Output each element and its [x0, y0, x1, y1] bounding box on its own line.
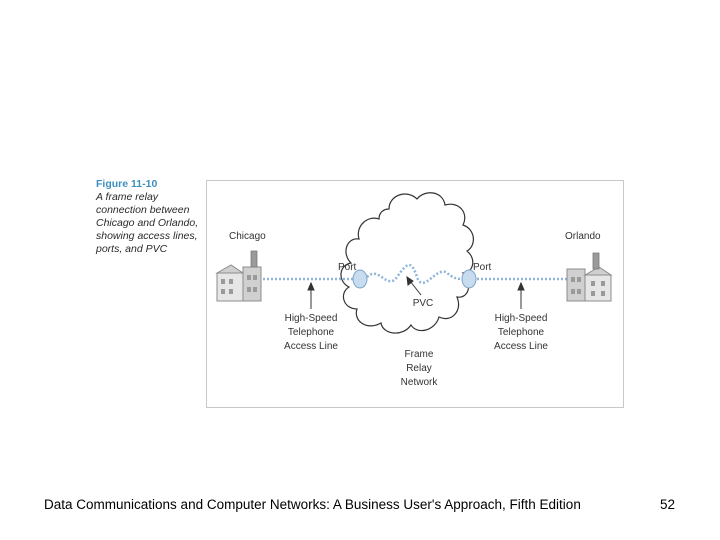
pvc-arrowhead: [406, 275, 414, 286]
caption-line: ports, and PVC: [96, 243, 168, 255]
caption-line: showing access lines,: [96, 230, 198, 242]
left-port-label: Port: [338, 262, 357, 273]
figure-number: Figure 11-10: [96, 178, 158, 190]
caption-line: connection between: [96, 204, 190, 216]
network-label-line: Network: [401, 377, 439, 388]
pvc-line: [366, 263, 466, 285]
caption-line: A frame relay: [96, 191, 159, 203]
footer-title: Data Communications and Computer Network…: [44, 497, 581, 512]
page-number: 52: [660, 497, 676, 512]
orlando-building-icon: [566, 252, 613, 302]
diagram-canvas: Chicago Orlando Port Port PVC High-Speed…: [215, 192, 613, 388]
left-access-arrowhead: [307, 281, 315, 291]
caption-line: Chicago and Orlando,: [96, 217, 199, 229]
right-access-label-line: Telephone: [498, 327, 545, 338]
figure-caption: Figure 11-10 A frame relay connection be…: [96, 178, 206, 256]
frame-relay-diagram: Chicago Orlando Port Port PVC High-Speed…: [206, 180, 624, 408]
chicago-label: Chicago: [229, 231, 266, 242]
left-access-label-line: High-Speed: [285, 313, 338, 324]
frame-relay-cloud: [340, 192, 474, 334]
network-label-line: Frame: [405, 349, 434, 360]
orlando-label: Orlando: [565, 231, 601, 242]
right-port: [461, 269, 477, 289]
right-access-label-line: Access Line: [494, 341, 548, 352]
left-port: [352, 269, 368, 289]
pvc-label: PVC: [413, 298, 434, 309]
right-access-label-line: High-Speed: [495, 313, 548, 324]
chicago-building-icon: [215, 250, 262, 302]
left-access-label-line: Access Line: [284, 341, 338, 352]
left-access-label-line: Telephone: [288, 327, 335, 338]
right-port-label: Port: [473, 262, 492, 273]
right-access-arrowhead: [517, 281, 525, 291]
pvc-arrow: [409, 280, 422, 296]
network-label-line: Relay: [406, 363, 432, 374]
